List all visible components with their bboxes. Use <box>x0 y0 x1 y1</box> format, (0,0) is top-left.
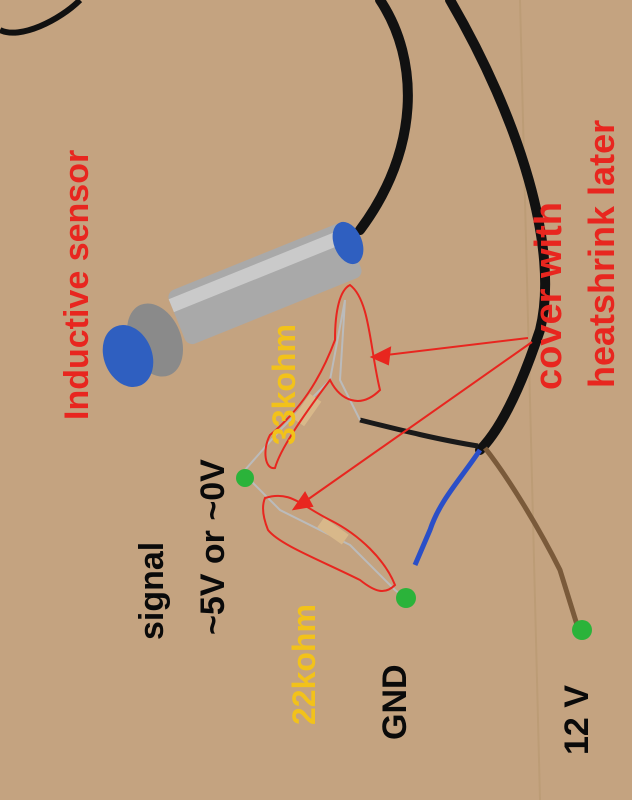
arrow-to-bottom-resistor <box>299 341 533 506</box>
note-label-line2: heatshrink later <box>581 119 622 388</box>
signal-label: signal <box>133 541 171 640</box>
gnd-label: GND <box>376 664 414 740</box>
sensor-face-cap <box>102 324 154 388</box>
sensor-highlight <box>168 228 351 313</box>
arrowhead-top <box>369 346 392 366</box>
signal-voltage-label: ~5V or ~0V <box>194 459 232 635</box>
resistor-22k-label: 22kohm <box>286 604 322 725</box>
black-wire <box>359 417 479 449</box>
supply-label: 12 V <box>558 685 596 755</box>
resistor-22k <box>317 517 349 545</box>
heatshrink-outline-top <box>264 283 382 470</box>
sensor-cable-loop <box>445 0 551 455</box>
sensor-cable-top <box>355 0 413 235</box>
heatshrink-outline-bottom <box>262 494 397 592</box>
supply-terminal-dot <box>572 620 592 640</box>
gnd-terminal-dot <box>396 588 416 608</box>
inductive-sensor <box>102 221 364 388</box>
blue-wire <box>412 448 483 566</box>
cardboard-seam <box>519 0 541 800</box>
signal-terminal-dot <box>236 469 254 487</box>
arrow-to-top-resistor <box>377 337 529 357</box>
arrowhead-bottom <box>291 491 314 511</box>
cable-corner <box>0 0 83 36</box>
resistor-33k-label: 33kohm <box>266 324 302 445</box>
sensor-label: Inductive sensor <box>58 149 96 420</box>
annotation-arrows <box>291 337 533 511</box>
sensor-rear-cap <box>332 221 364 265</box>
top-resistor-leads <box>244 299 361 471</box>
note-label-line1: cover with <box>528 202 570 390</box>
brown-wire <box>483 446 581 629</box>
